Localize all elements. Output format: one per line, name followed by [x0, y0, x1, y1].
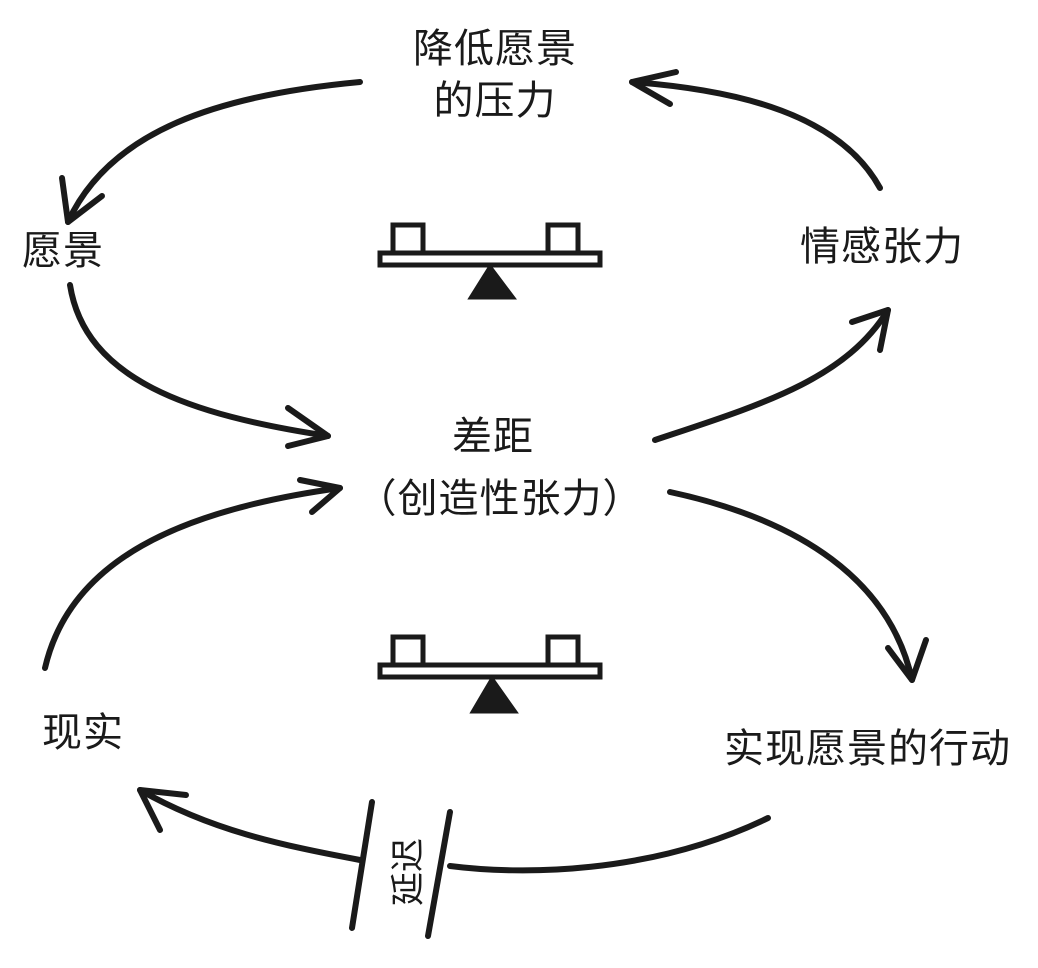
- label-vision: 愿景: [22, 228, 104, 274]
- arrowhead-reality: [137, 787, 189, 833]
- label-emotional-tension: 情感张力: [800, 224, 964, 270]
- balance-scale-top: [377, 222, 603, 300]
- arrow-action-to-reality: [447, 815, 771, 874]
- label-reality: 现实: [42, 710, 124, 756]
- delay-bar-left: [349, 799, 375, 931]
- arrowhead-action: [885, 637, 929, 683]
- arrow-vision-to-gap: [67, 282, 331, 439]
- arrowhead-gap-from-vision: [285, 405, 331, 449]
- arrowhead-vision: [59, 175, 105, 225]
- arrowhead-emotional: [849, 307, 891, 353]
- arrow-emotional-to-pressure: [629, 79, 883, 191]
- arrow-reality-to-gap: [42, 485, 343, 671]
- delay-bar-right: [425, 809, 453, 939]
- arrowhead-gap-from-reality: [297, 477, 343, 515]
- label-gap-line1: 差距: [452, 414, 534, 460]
- label-gap-line2: （创造性张力）: [356, 476, 644, 522]
- label-pressure-line2: 的压力: [433, 78, 557, 124]
- balance-scale-bottom: [377, 634, 603, 714]
- arrow-gap-to-action: [667, 489, 915, 683]
- arrow-delay-to-reality: [137, 787, 363, 863]
- arrow-pressure-to-vision: [65, 79, 363, 225]
- arrowhead-pressure: [629, 69, 679, 107]
- label-action: 实现愿景的行动: [724, 726, 1011, 772]
- label-pressure-line1: 降低愿景: [413, 26, 577, 72]
- arrow-gap-to-emotional: [652, 307, 891, 443]
- label-delay: 延迟: [388, 838, 429, 906]
